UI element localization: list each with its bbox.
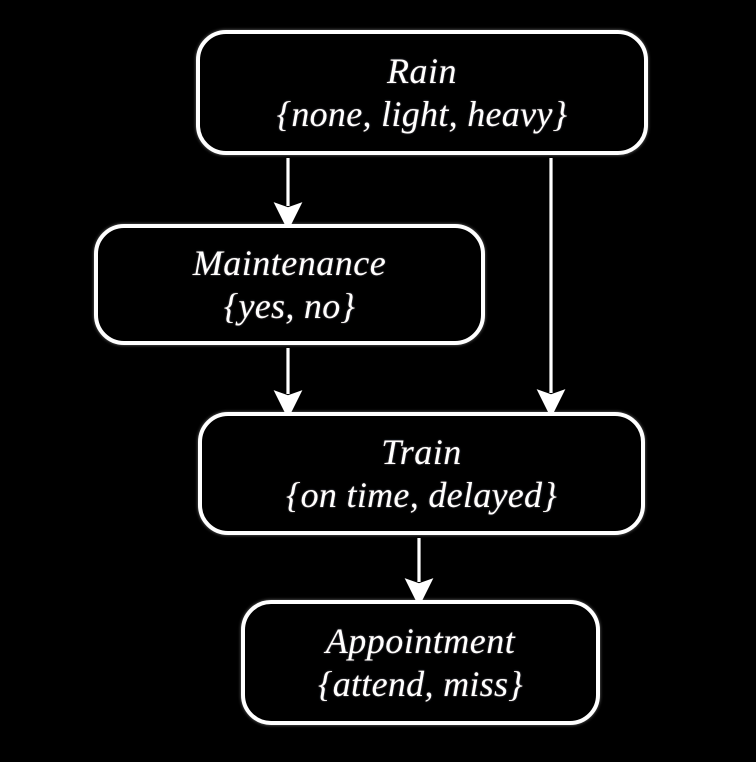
node-rain-name: Rain [387, 51, 457, 92]
node-rain[interactable]: Rain {none, light, heavy} [196, 30, 648, 155]
node-maintenance[interactable]: Maintenance {yes, no} [94, 224, 485, 345]
node-appointment-values: {attend, miss} [318, 663, 523, 704]
node-maintenance-values: {yes, no} [223, 285, 356, 326]
node-rain-values: {none, light, heavy} [276, 93, 568, 134]
node-train-name: Train [381, 432, 462, 473]
node-appointment-name: Appointment [325, 621, 516, 662]
node-appointment[interactable]: Appointment {attend, miss} [241, 600, 600, 725]
node-train-values: {on time, delayed} [285, 474, 558, 515]
node-train[interactable]: Train {on time, delayed} [198, 412, 645, 535]
node-maintenance-name: Maintenance [192, 243, 387, 284]
